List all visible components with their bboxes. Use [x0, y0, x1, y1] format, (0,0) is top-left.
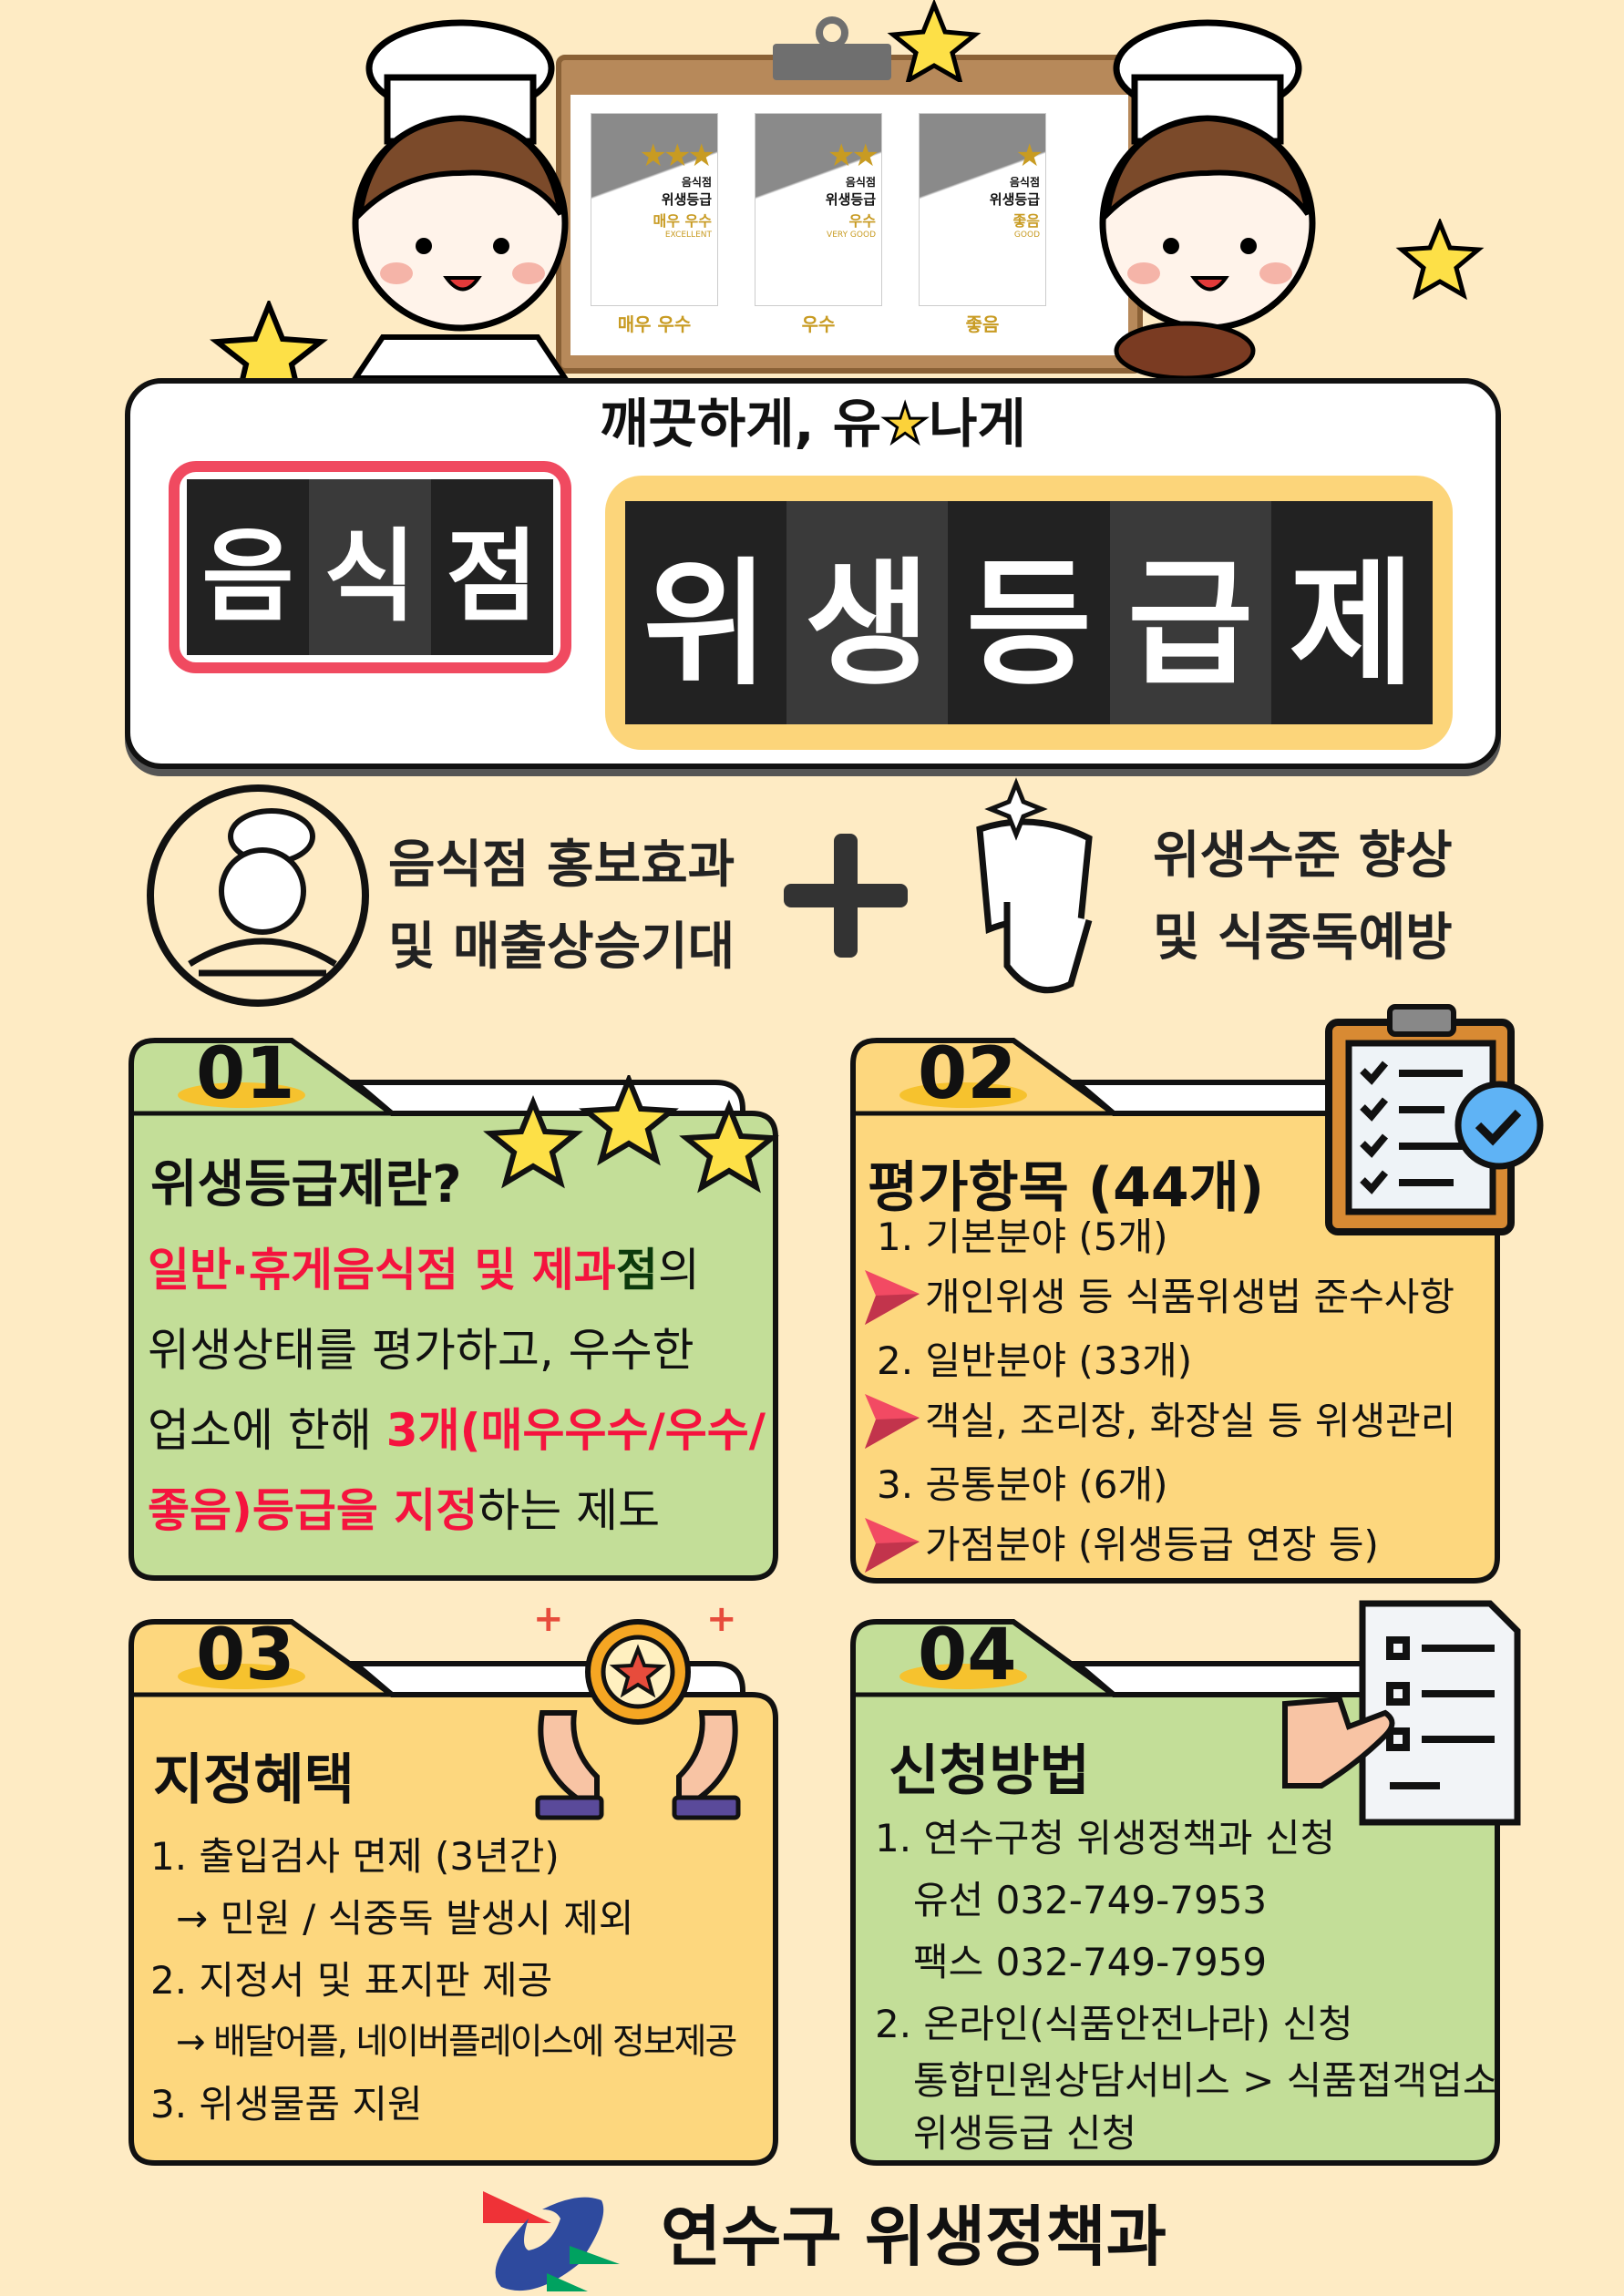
certificate-caption: 좋음 [965, 313, 1000, 335]
benefit-line: → 민원 / 식중독 발생시 제외 [176, 1896, 634, 1941]
slogan: 깨끗하게, 유★나게 [600, 392, 1026, 456]
benefit-line: → 배달어플, 네이버플레이스에 정보제공 [176, 2022, 737, 2063]
arrow-pointer-icon [865, 1270, 920, 1325]
title-char: 음 [187, 479, 309, 655]
section-03-number: 03 [196, 1614, 295, 1696]
certificate-caption: 매우 우수 [617, 313, 692, 335]
svg-text:+: + [533, 1604, 564, 1640]
application-line: 유선 032-749-7953 [913, 1878, 1268, 1922]
title-char: 점 [431, 479, 553, 655]
benefit-line: 3. 위생물품 지원 [150, 2082, 423, 2127]
benefit-line: 2. 지정서 및 표지판 제공 [150, 1958, 553, 2003]
star-icon [887, 0, 982, 82]
section-04-number: 04 [918, 1614, 1017, 1696]
application-line: 통합민원상담서비스 > 식품접객업소 [913, 2058, 1498, 2103]
title-char: 위 [625, 501, 787, 724]
certificate-card: ★★ 음식점 위생등급 우수 VERY GOOD [755, 113, 882, 306]
certificate-stars: ★★ [827, 138, 879, 174]
three-stars-icon [483, 1075, 779, 1194]
checklist-icon [1325, 1004, 1544, 1235]
big-title-frame: 위 생 등 급 제 [605, 476, 1453, 750]
chef-serving-icon [147, 784, 369, 1007]
benefit-right: 위생수준 향상 및 식중독예방 [1153, 826, 1453, 968]
title-char: 등 [948, 501, 1110, 724]
evaluation-item-detail: 가점분야 (위생등급 연장 등) [925, 1522, 1379, 1567]
footer-org: 연수구 위생정책과 [661, 2199, 1167, 2275]
plus-icon-vertical [834, 834, 858, 958]
application-line: 1. 연수구청 위생정책과 신청 [875, 1816, 1336, 1860]
cleaning-hand-icon [976, 777, 1093, 994]
benefit-left: 음식점 홍보효과 및 매출상승기대 [388, 835, 735, 977]
title-char: 생 [786, 501, 949, 724]
certificate-stars: ★★★ [639, 138, 715, 174]
star-icon [1395, 219, 1485, 301]
section-03-heading: 지정혜택 [153, 1748, 355, 1812]
title-char: 제 [1270, 501, 1434, 724]
award-hands-icon: ++ [533, 1604, 741, 1820]
title-char: 식 [309, 479, 431, 655]
section-02-heading: 평가항목 (44개) [868, 1156, 1265, 1220]
star-icon: ★ [880, 392, 930, 456]
certificate-card: ★ 음식점 위생등급 좋음 GOOD [919, 113, 1046, 306]
arrow-pointer-icon [865, 1518, 920, 1573]
application-line: 2. 온라인(식품안전나라) 신청 [875, 2002, 1353, 2046]
benefit-line: 1. 출입검사 면제 (3년간) [150, 1834, 560, 1879]
clip-ring [816, 16, 848, 49]
evaluation-item-title: 2. 일반분야 (33개) [877, 1338, 1193, 1383]
clip-icon [773, 44, 891, 80]
header-illustration: ★★★ 음식점 위생등급 매우 우수 EXCELLENT 매우 우수 ★★ 음식… [0, 0, 1624, 409]
chef-left-icon [352, 19, 569, 378]
certificate-stars: ★ [1015, 138, 1043, 174]
chef-right-icon [1099, 19, 1316, 378]
section-04-heading: 신청방법 [889, 1739, 1090, 1803]
evaluation-item-title: 1. 기본분야 (5개) [877, 1215, 1168, 1259]
yeonsu-gu-logo [483, 2191, 620, 2291]
application-form-icon [1282, 1600, 1521, 1826]
certificate-card: ★★★ 음식점 위생등급 매우 우수 EXCELLENT [591, 113, 718, 306]
evaluation-item-detail: 개인위생 등 식품위생법 준수사항 [925, 1275, 1455, 1319]
application-line: 팩스 032-749-7959 [913, 1940, 1268, 1984]
section-02-number: 02 [918, 1033, 1017, 1115]
section-01-heading: 위생등급제란? [150, 1155, 462, 1215]
svg-text:+: + [706, 1604, 737, 1640]
evaluation-item-detail: 객실, 조리장, 화장실 등 위생관리 [925, 1399, 1456, 1443]
small-title-frame: 음 식 점 [169, 461, 571, 673]
title-char: 급 [1109, 501, 1271, 724]
evaluation-item-title: 3. 공통분야 (6개) [877, 1462, 1168, 1507]
section-01-number: 01 [196, 1033, 295, 1115]
application-line: 위생등급 신청 [913, 2111, 1137, 2156]
certificate-caption: 우수 [801, 313, 836, 335]
arrow-pointer-icon [865, 1394, 920, 1449]
